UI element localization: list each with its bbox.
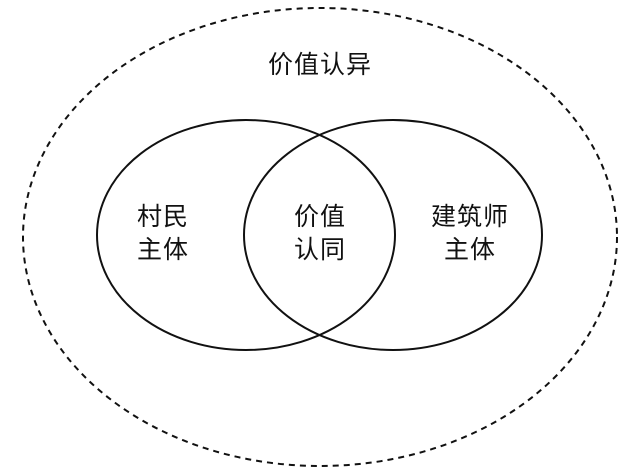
left-circle-label-line2: 主体	[136, 235, 189, 264]
right-circle-label-line1: 建筑师	[430, 202, 509, 231]
left-circle-label: 村民 主体	[118, 200, 208, 266]
intersection-label: 价值 认同	[270, 200, 370, 266]
intersection-label-line1: 价值	[293, 202, 346, 231]
outer-dashed-ellipse	[22, 7, 618, 467]
intersection-label-line2: 认同	[293, 235, 346, 264]
right-circle-label: 建筑师 主体	[415, 200, 525, 266]
right-circle-label-line2: 主体	[443, 235, 496, 264]
left-circle	[96, 119, 396, 351]
right-circle	[243, 119, 543, 351]
left-circle-label-line1: 村民	[136, 202, 189, 231]
outer-label: 价值认异	[267, 50, 372, 79]
